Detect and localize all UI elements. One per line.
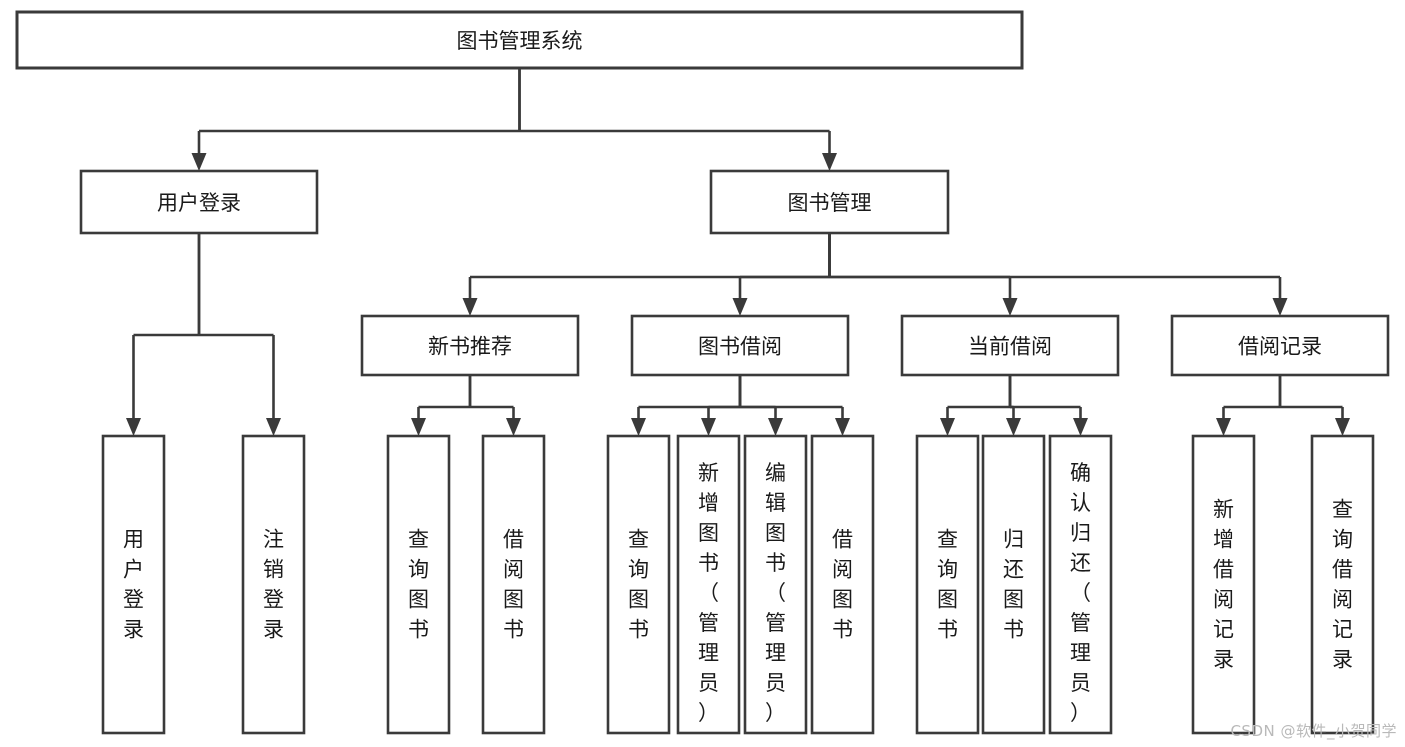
node-leaf-confirm-return-admin[interactable]: 确认归还（管理员） — [1048, 434, 1113, 735]
node-layer: 图书管理系统用户登录图书管理新书推荐图书借阅当前借阅借阅记录用户登录注销登录查询… — [15, 10, 1390, 735]
node-box-current-borrow[interactable] — [900, 314, 1120, 377]
node-box-leaf-return-book[interactable] — [981, 434, 1046, 735]
node-book-manage[interactable]: 图书管理 — [709, 169, 950, 235]
connector-book-borrow-to-leaf-add-book-admin — [701, 375, 742, 436]
connector-root-to-user-login — [191, 68, 521, 171]
node-box-leaf-confirm-return-admin[interactable] — [1048, 434, 1113, 735]
node-box-leaf-borrow-book[interactable] — [810, 434, 875, 735]
node-box-new-book-recommend[interactable] — [360, 314, 580, 377]
connector-borrow-record-to-leaf-query-borrow-record — [1278, 375, 1350, 436]
connector-current-borrow-to-leaf-query-book-current — [940, 375, 1012, 436]
node-label-book-manage: 图书管理 — [788, 191, 872, 215]
node-leaf-query-book-current[interactable]: 查询图书 — [915, 434, 980, 735]
connector-book-borrow-to-leaf-borrow-book — [738, 375, 850, 436]
connector-book-borrow-to-leaf-query-book-borrow — [631, 375, 742, 436]
node-label-root: 图书管理系统 — [457, 29, 583, 53]
node-box-book-borrow[interactable] — [630, 314, 850, 377]
node-box-leaf-add-borrow-record[interactable] — [1191, 434, 1256, 735]
node-box-book-manage[interactable] — [709, 169, 950, 235]
node-box-leaf-query-book-current[interactable] — [915, 434, 980, 735]
node-box-leaf-borrow-book-rec[interactable] — [481, 434, 546, 735]
node-label-leaf-query-book-current: 查询图书 — [937, 528, 958, 642]
connector-root-to-book-manage — [518, 68, 837, 171]
node-label-leaf-query-borrow-record: 查询借阅记录 — [1332, 498, 1353, 672]
node-label-leaf-query-book-rec: 查询图书 — [408, 528, 429, 642]
node-box-leaf-query-book-rec[interactable] — [386, 434, 451, 735]
node-label-leaf-query-book-borrow: 查询图书 — [628, 528, 649, 642]
node-leaf-borrow-book-rec[interactable]: 借阅图书 — [481, 434, 546, 735]
node-borrow-record[interactable]: 借阅记录 — [1170, 314, 1390, 377]
node-label-leaf-add-book-admin: 新增图书（管理员） — [698, 461, 719, 725]
node-label-borrow-record: 借阅记录 — [1238, 335, 1322, 359]
node-label-leaf-logout-login: 注销登录 — [263, 528, 284, 642]
connector-book-manage-to-new-book-recommend — [462, 233, 831, 316]
node-box-leaf-user-login[interactable] — [101, 434, 166, 735]
node-leaf-return-book[interactable]: 归还图书 — [981, 434, 1046, 735]
node-label-leaf-confirm-return-admin: 确认归还（管理员） — [1070, 461, 1091, 725]
connector-borrow-record-to-leaf-add-borrow-record — [1216, 375, 1282, 436]
node-leaf-query-book-borrow[interactable]: 查询图书 — [606, 434, 671, 735]
node-leaf-add-book-admin[interactable]: 新增图书（管理员） — [676, 434, 741, 735]
node-label-current-borrow: 当前借阅 — [968, 335, 1052, 359]
connector-current-borrow-to-leaf-return-book — [1006, 375, 1021, 436]
node-user-login[interactable]: 用户登录 — [79, 169, 319, 235]
connector-book-borrow-to-leaf-edit-book-admin — [738, 375, 783, 436]
node-box-user-login[interactable] — [79, 169, 319, 235]
connector-layer — [126, 68, 1350, 436]
node-leaf-user-login[interactable]: 用户登录 — [101, 434, 166, 735]
node-label-leaf-user-login: 用户登录 — [123, 528, 144, 642]
node-label-leaf-borrow-book-rec: 借阅图书 — [503, 528, 524, 642]
node-label-book-borrow: 图书借阅 — [698, 335, 782, 359]
connector-new-book-recommend-to-leaf-borrow-book-rec — [468, 375, 521, 436]
connector-book-manage-to-current-borrow — [828, 233, 1018, 316]
node-current-borrow[interactable]: 当前借阅 — [900, 314, 1120, 377]
node-box-leaf-logout-login[interactable] — [241, 434, 306, 735]
node-leaf-logout-login[interactable]: 注销登录 — [241, 434, 306, 735]
node-box-borrow-record[interactable] — [1170, 314, 1390, 377]
node-leaf-add-borrow-record[interactable]: 新增借阅记录 — [1191, 434, 1256, 735]
connector-current-borrow-to-leaf-confirm-return-admin — [1008, 375, 1088, 436]
connector-book-manage-to-book-borrow — [732, 233, 831, 316]
connector-user-login-to-leaf-user-login — [126, 233, 201, 436]
node-label-leaf-return-book: 归还图书 — [1003, 528, 1024, 642]
node-root[interactable]: 图书管理系统 — [15, 10, 1024, 70]
connector-user-login-to-leaf-logout-login — [197, 233, 281, 436]
node-label-leaf-borrow-book: 借阅图书 — [832, 528, 853, 642]
node-label-leaf-edit-book-admin: 编辑图书（管理员） — [765, 461, 786, 725]
node-leaf-edit-book-admin[interactable]: 编辑图书（管理员） — [743, 434, 808, 735]
node-box-root[interactable] — [15, 10, 1024, 70]
node-box-leaf-edit-book-admin[interactable] — [743, 434, 808, 735]
connector-book-manage-to-borrow-record — [828, 233, 1288, 316]
node-book-borrow[interactable]: 图书借阅 — [630, 314, 850, 377]
node-box-leaf-query-borrow-record[interactable] — [1310, 434, 1375, 735]
node-label-new-book-recommend: 新书推荐 — [428, 335, 512, 359]
node-box-leaf-add-book-admin[interactable] — [676, 434, 741, 735]
node-box-leaf-query-book-borrow[interactable] — [606, 434, 671, 735]
node-label-user-login: 用户登录 — [157, 191, 241, 215]
node-leaf-borrow-book[interactable]: 借阅图书 — [810, 434, 875, 735]
node-leaf-query-borrow-record[interactable]: 查询借阅记录 — [1310, 434, 1375, 735]
node-new-book-recommend[interactable]: 新书推荐 — [360, 314, 580, 377]
node-leaf-query-book-rec[interactable]: 查询图书 — [386, 434, 451, 735]
connector-new-book-recommend-to-leaf-query-book-rec — [411, 375, 472, 436]
node-label-leaf-add-borrow-record: 新增借阅记录 — [1213, 498, 1234, 672]
